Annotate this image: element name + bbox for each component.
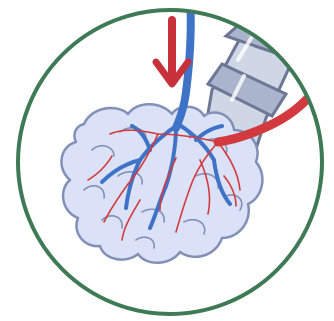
alveoli-illustration: [0, 0, 334, 321]
illustration-frame: [0, 0, 334, 321]
